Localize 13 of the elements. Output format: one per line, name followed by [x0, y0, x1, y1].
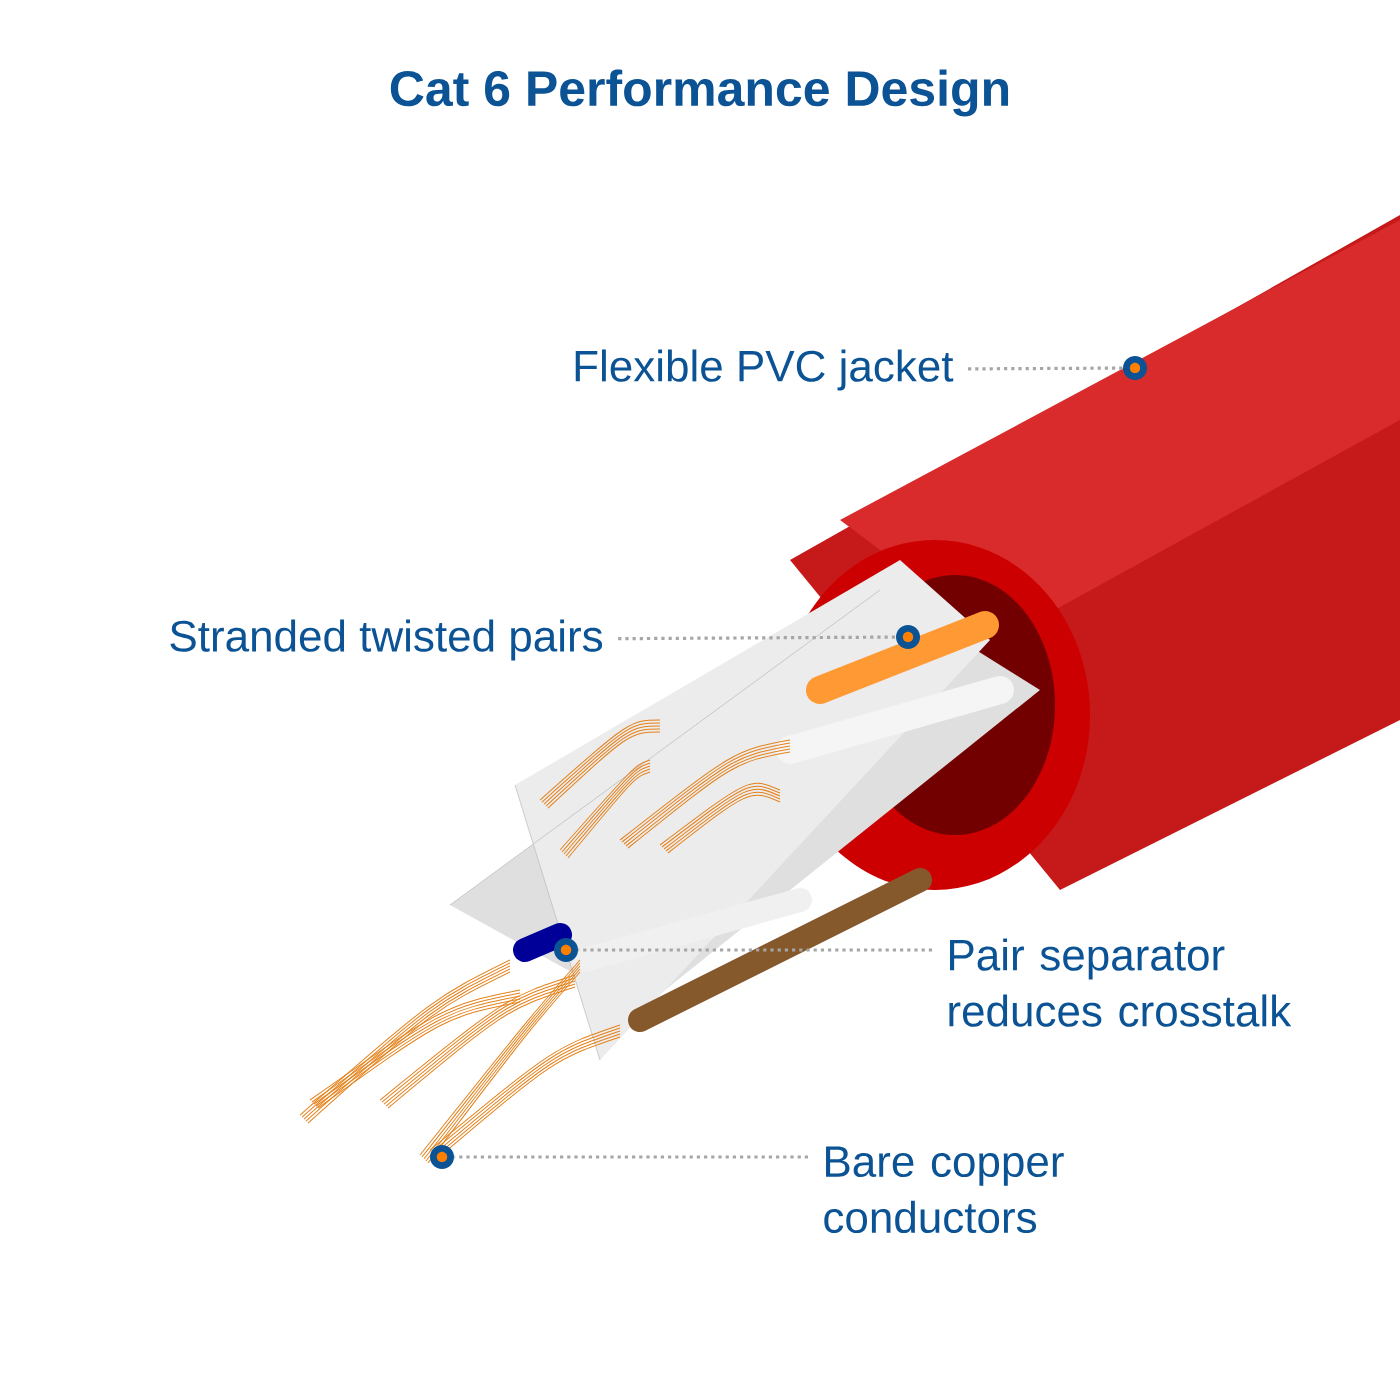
leader-line — [578, 948, 932, 952]
callout-label: Stranded twisted pairs — [170, 619, 603, 661]
callout-dot — [430, 1145, 454, 1169]
leader-line — [454, 1155, 808, 1159]
callout-label: Bare copper conductors — [824, 1146, 1064, 1234]
title: Cat 6 Performance Design — [390, 69, 1009, 117]
leader-line — [618, 635, 896, 641]
callout-dot — [896, 625, 920, 649]
callout-dot — [554, 938, 578, 962]
leader-line — [968, 366, 1123, 371]
callout-label: Flexible PVC jacket — [575, 349, 954, 391]
callout-label: Pair separator reduces crosstalk — [949, 938, 1292, 1027]
callout-dot — [1123, 356, 1147, 380]
